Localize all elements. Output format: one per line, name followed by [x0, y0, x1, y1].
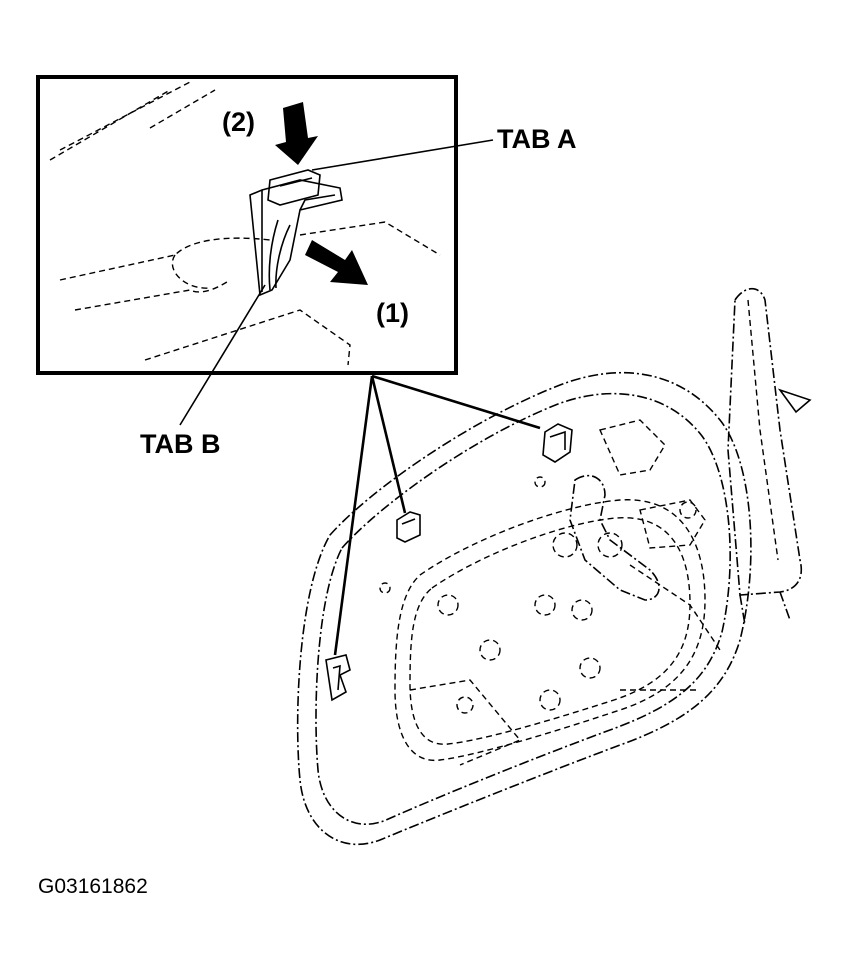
arrow-right-icon: [305, 240, 368, 285]
step-2-label: (2): [222, 107, 255, 137]
step-1-label: (1): [376, 298, 409, 328]
tab-a-label: TAB A: [497, 124, 576, 154]
callout-leaders: [333, 374, 541, 656]
tab-b-label: TAB B: [140, 429, 221, 459]
tab-a-leader: [311, 139, 494, 171]
tab-b-leader: [179, 284, 266, 426]
detail-inset: [36, 75, 458, 375]
figure-code: G03161862: [38, 875, 148, 898]
mirror-assembly: [296, 287, 812, 846]
arrow-down-icon: [275, 102, 318, 165]
housing-tab-middle: [396, 511, 421, 543]
housing-tab-right: [542, 423, 573, 463]
housing-tab-left: [325, 654, 351, 702]
